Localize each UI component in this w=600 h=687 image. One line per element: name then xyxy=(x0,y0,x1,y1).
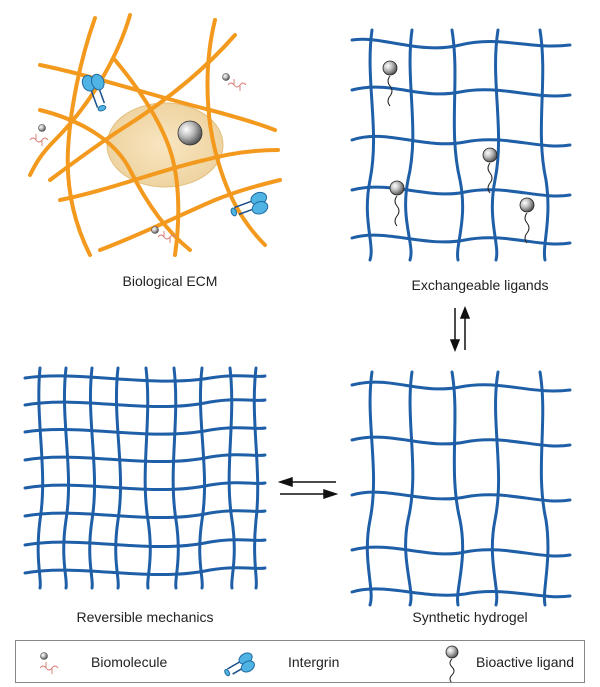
hydrogel-network xyxy=(350,370,572,607)
dense-hydrogel-network xyxy=(23,366,267,590)
cell-body xyxy=(106,102,224,188)
legend-label-integrin: Intergrin xyxy=(288,653,340,670)
legend-label-bioactive-ligand: Bioactive ligand xyxy=(476,653,575,670)
legend-item-bioactive-ligand: Bioactive ligand xyxy=(466,641,574,682)
legend-label-biomolecule: Biomolecule xyxy=(91,653,168,670)
biological-ecm-panel xyxy=(28,13,282,257)
reversible-mechanics-panel xyxy=(23,366,267,590)
caption-exchangeable-ligands: Exchangeable ligands xyxy=(411,277,549,293)
legend-integrin-icon xyxy=(224,652,255,677)
integrin-icon xyxy=(81,73,107,112)
caption-synthetic-hydrogel: Synthetic hydrogel xyxy=(412,609,528,625)
legend-bioactive-ligand-icon xyxy=(445,645,459,684)
legend-item-integrin: Intergrin xyxy=(278,641,339,682)
legend-item-biomolecule: Biomolecule xyxy=(81,641,167,682)
caption-biological-ecm: Biological ECM xyxy=(122,273,218,289)
exchangeable-ligands-panel xyxy=(350,28,572,262)
vertical-equilibrium-arrows xyxy=(449,305,471,353)
bioactive-ligand-icon xyxy=(382,60,398,107)
biomolecule-icon xyxy=(29,124,49,146)
bioactive-ligand-icon xyxy=(389,180,405,227)
collagen-fibers xyxy=(28,13,282,257)
synthetic-hydrogel-panel xyxy=(350,370,572,607)
bioactive-ligand-icon xyxy=(482,147,498,194)
integrin-icon xyxy=(230,191,269,217)
legend-biomolecule-icon xyxy=(39,652,59,674)
legend: Biomolecule Intergrin Bioactive ligand xyxy=(15,640,585,683)
biomolecule-icon xyxy=(151,226,177,243)
horizontal-equilibrium-arrows xyxy=(277,476,339,500)
biomolecule-icon xyxy=(222,73,247,91)
caption-reversible-mechanics: Reversible mechanics xyxy=(76,609,214,625)
cell-nucleus xyxy=(177,120,203,146)
bioactive-ligand-icon xyxy=(519,197,535,244)
hydrogel-network xyxy=(350,28,572,262)
